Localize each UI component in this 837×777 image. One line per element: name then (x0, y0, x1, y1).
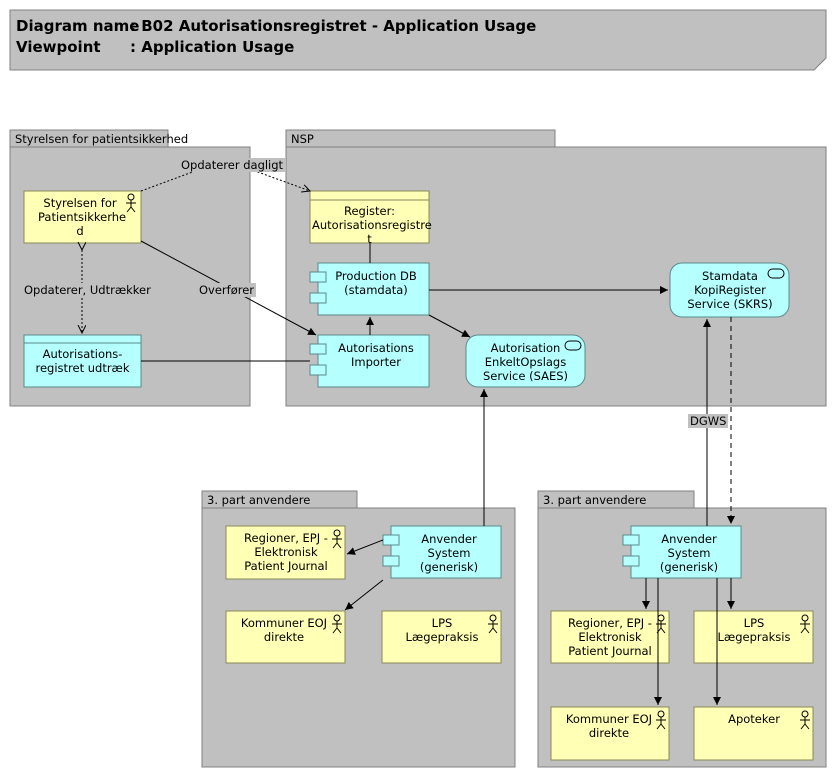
edge-label-opdaterer-dagligt: Opdaterer dagligt (179, 158, 286, 172)
group-label-third-left: 3. part anvendere (207, 493, 311, 507)
node-label-right-lps: LPS Lægepraksis (717, 616, 791, 644)
node-label-left-kommuner: Kommuner EOJ direkte (240, 616, 328, 644)
node-label-left-lps: LPS Lægepraksis (405, 616, 479, 644)
diagram-name-value: : B02 Autorisationsregistret - Applicati… (130, 17, 537, 35)
node-label-sps-actor: Styrelsen for Patientsikkerhe d (38, 196, 127, 238)
edge-label-dgws: DGWS (688, 414, 729, 428)
node-label-saes: Autorisation EnkeltOpslags Service (SAES… (482, 341, 569, 383)
diagram-name-label: Diagram name (16, 17, 140, 35)
node-right-regioner[interactable] (550, 610, 670, 664)
viewpoint-value: : Application Usage (130, 38, 295, 56)
node-right-apoteker[interactable] (693, 706, 814, 761)
edge-label-opdaterer-udtraekker: Opdaterer, Udtrækker (22, 283, 153, 297)
node-saes[interactable] (465, 334, 586, 388)
node-label-right-kommuner: Kommuner EOJ direkte (565, 712, 653, 740)
node-label-production-db: Production DB (stamdata) (335, 269, 417, 297)
service-icon (767, 268, 785, 279)
node-right-system[interactable] (630, 525, 742, 579)
node-production-db[interactable] (317, 262, 430, 316)
viewpoint-label: Viewpoint (16, 38, 101, 56)
node-right-lps[interactable] (693, 610, 814, 664)
node-label-right-apoteker: Apoteker (728, 712, 780, 726)
node-importer[interactable] (317, 334, 430, 388)
actor-icon (126, 193, 136, 213)
node-label-extract: Autorisations- registret udtræk (35, 347, 130, 375)
node-right-kommuner[interactable] (550, 706, 670, 761)
node-label-skrs: Stamdata KopiRegister Service (SKRS) (687, 269, 773, 311)
group-label-third-right: 3. part anvendere (543, 493, 647, 507)
node-label-register: Register: Autorisationsregistre t (312, 204, 432, 246)
actor-icon (332, 529, 810, 730)
edge-db-saes (428, 314, 471, 338)
node-extract[interactable] (23, 334, 142, 388)
node-left-system[interactable] (390, 525, 502, 579)
node-label-importer: Autorisations Importer (338, 341, 414, 369)
node-left-kommuner[interactable] (225, 610, 346, 664)
edge-label-overforer: Overfører (197, 283, 257, 297)
group-label-nsp: NSP (291, 132, 314, 146)
node-label-left-system: Anvender System (generisk) (419, 532, 479, 574)
edge-left-system-regioner (346, 539, 384, 555)
node-label-right-regioner: Regioner, EPJ - Elektronisk Patient Jour… (568, 616, 652, 658)
node-left-regioner[interactable] (225, 525, 346, 580)
edge-left-system-kommuner (344, 579, 384, 611)
group-label-sps: Styrelsen for patientsikkerhed (15, 132, 189, 146)
node-skrs[interactable] (669, 262, 790, 318)
node-label-right-system: Anvender System (generisk) (659, 532, 719, 574)
node-left-lps[interactable] (381, 610, 502, 664)
service-icon (564, 340, 582, 351)
node-label-left-regioner: Regioner, EPJ - Elektronisk Patient Jour… (244, 531, 328, 573)
title-box (9, 9, 827, 71)
node-sps-actor[interactable] (23, 190, 142, 244)
